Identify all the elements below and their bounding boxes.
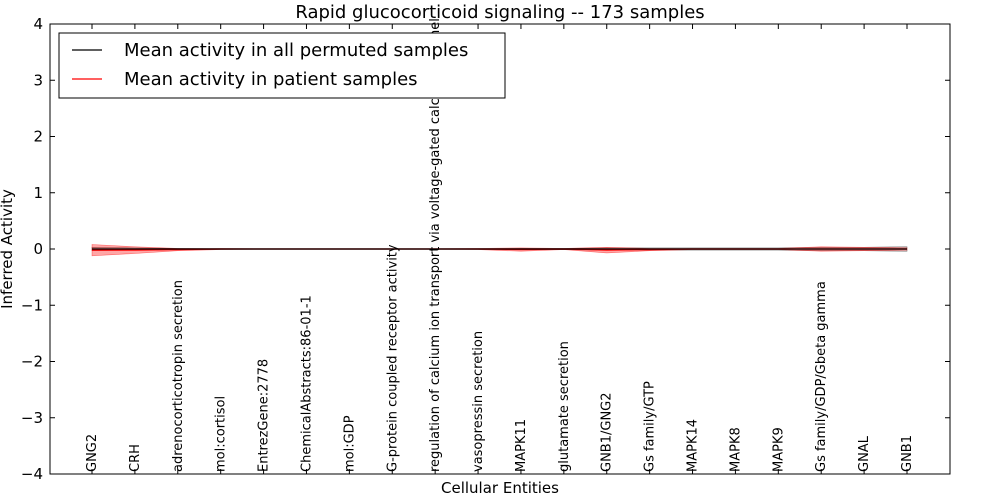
entity-label: EntrezGene:2778: [257, 359, 272, 472]
x-axis: [91, 24, 908, 474]
entity-label: CRH: [128, 444, 143, 472]
entity-label: GNB1: [900, 435, 915, 472]
entity-label: MAPK14: [686, 419, 701, 472]
entity-label: GNG2: [85, 434, 100, 472]
entity-labels: GNG2 CRH adrenocorticotropin secretion mol:…: [85, 18, 915, 472]
y-tick-label: 2: [33, 128, 43, 146]
entity-label: mol:GDP: [342, 415, 357, 472]
entity-label: G-protein coupled receptor activity: [385, 244, 400, 472]
entity-label: MAPK11: [514, 419, 529, 472]
entity-label: MAPK8: [728, 427, 743, 472]
y-tick-label: −3: [21, 409, 43, 427]
y-tick-label: 1: [33, 184, 43, 202]
y-axis: −4 −3 −2 −1 0 1 2 3 4: [21, 15, 950, 483]
y-tick-label: 0: [33, 240, 43, 258]
series-lines: [92, 248, 907, 251]
legend: Mean activity in all permuted samples Me…: [58, 32, 506, 99]
entity-label: Gs family/GDP/Gbeta gamma: [814, 281, 829, 472]
y-tick-label: −2: [21, 353, 43, 371]
entity-label: GNB1/GNG2: [600, 392, 615, 472]
chart-title: Rapid glucocorticoid signaling -- 173 sa…: [295, 2, 704, 23]
entity-label: ChemicalAbstracts:86-01-1: [299, 295, 314, 472]
legend-label-patient: Mean activity in patient samples: [124, 69, 418, 90]
y-axis-label: Inferred Activity: [0, 189, 16, 309]
y-tick-label: −1: [21, 296, 43, 314]
entity-label: MAPK9: [771, 427, 786, 472]
entity-label: mol:cortisol: [214, 396, 229, 472]
entity-label: GNAL: [857, 435, 872, 472]
x-axis-label: Cellular Entities: [441, 479, 559, 497]
entity-label: regulation of calcium ion transport via …: [428, 18, 443, 472]
y-tick-label: −4: [21, 465, 43, 483]
entity-label: Gs family/GTP: [643, 381, 658, 472]
y-tick-label: 4: [33, 15, 43, 33]
legend-label-permuted: Mean activity in all permuted samples: [124, 40, 468, 61]
entity-label: adrenocorticotropin secretion: [171, 280, 186, 472]
y-tick-label: 3: [33, 71, 43, 89]
legend-box: [58, 32, 506, 99]
entity-label: vasopressin secretion: [471, 331, 486, 472]
entity-label: glutamate secretion: [557, 341, 572, 472]
confidence-bands: [91, 244, 908, 257]
